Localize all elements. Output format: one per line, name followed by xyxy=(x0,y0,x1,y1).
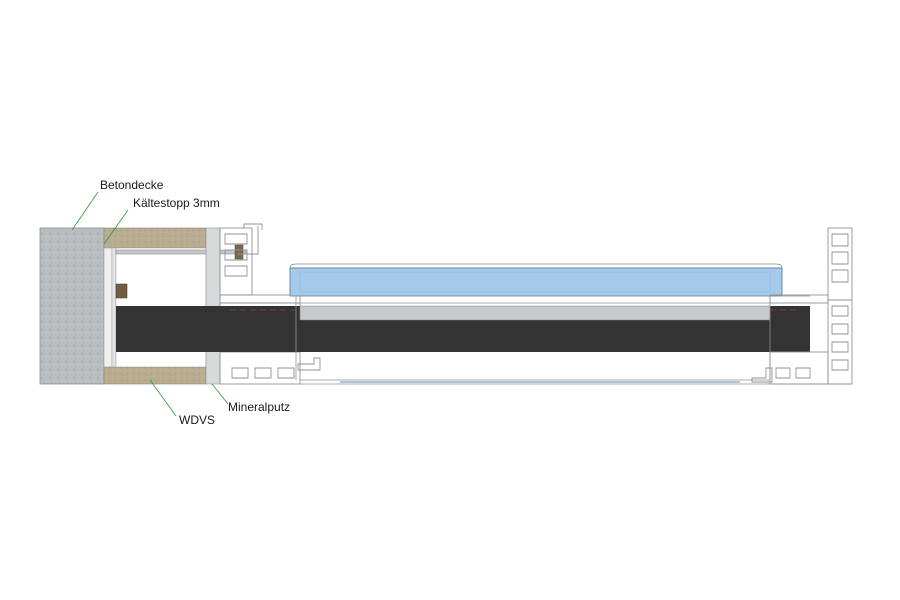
bolt-head xyxy=(115,283,128,299)
leader-lines xyxy=(71,191,229,417)
sash-lines xyxy=(290,295,850,385)
concrete-slab xyxy=(39,227,105,385)
glass-pane xyxy=(289,267,783,297)
left-frame-profile xyxy=(219,223,321,385)
label-kaeltestopp: Kältestopp 3mm xyxy=(133,196,220,210)
wdvs-bottom xyxy=(103,366,207,385)
threaded-rod xyxy=(115,249,247,255)
kaeltestopp-strip xyxy=(103,247,113,368)
wdvs-top xyxy=(103,227,207,249)
grey-bar xyxy=(299,305,771,321)
right-frame-profile xyxy=(751,227,853,385)
label-wdvs: WDVS xyxy=(179,413,215,427)
label-betondecke: Betondecke xyxy=(100,178,164,192)
label-mineralputz: Mineralputz xyxy=(228,400,290,414)
